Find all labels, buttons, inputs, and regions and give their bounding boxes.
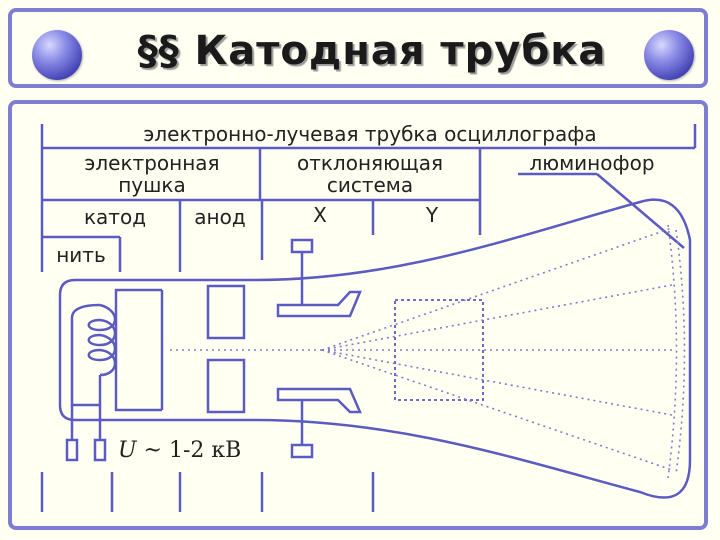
right-orb-icon <box>644 30 694 80</box>
crt-bulb-outline <box>58 198 692 499</box>
plate-x-bottom <box>276 387 362 414</box>
cathode-label: катод <box>84 205 146 229</box>
page-title: §§ Катодная трубка <box>137 28 607 74</box>
cathode-housing <box>114 288 162 412</box>
deflection-zone <box>394 299 484 401</box>
gun-label-line1: электронная <box>84 151 219 175</box>
header-label: электронно-лучевая трубка осциллографа <box>143 122 596 146</box>
deflect-label-line2: система <box>327 173 413 197</box>
y-plate-label: Y <box>425 203 439 227</box>
pin-2 <box>93 438 107 462</box>
voltage-label: U ~ 1-2 кВ <box>118 438 241 463</box>
phosphor-pointer <box>596 173 685 249</box>
phosphor-screen <box>667 224 678 479</box>
left-orb-icon <box>32 30 82 80</box>
title-panel: §§ Катодная трубка <box>8 8 708 88</box>
anode-top <box>206 284 246 340</box>
plate-x-bottom-terminal <box>290 443 314 459</box>
voltage-symbol: U <box>118 438 138 463</box>
diagram-panel <box>8 100 708 530</box>
filament-coil <box>70 303 101 407</box>
deflect-label-line1: отклоняющая <box>297 151 443 175</box>
x-plate-label: X <box>313 203 327 227</box>
plate-x-top-terminal <box>290 238 314 254</box>
voltage-value: ~ 1-2 кВ <box>137 438 242 463</box>
filament-label: нить <box>56 243 106 267</box>
plate-x-top <box>276 290 362 318</box>
gun-label-line2: пушка <box>118 173 186 197</box>
anode-bottom <box>206 358 246 414</box>
electron-beams <box>170 224 686 479</box>
anode-label: анод <box>194 205 245 229</box>
pin-1 <box>65 438 79 462</box>
phosphor-label: люминофор <box>529 151 654 175</box>
